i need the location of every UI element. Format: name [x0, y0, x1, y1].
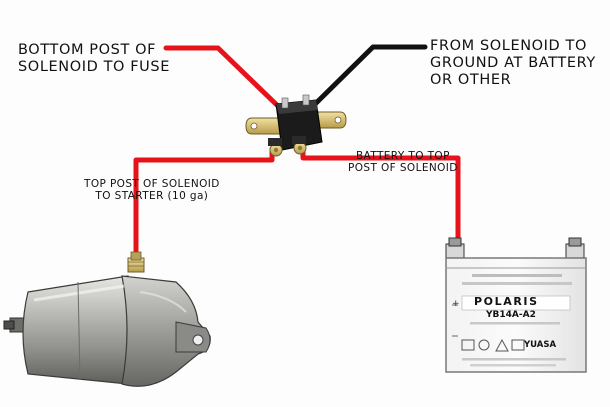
label-top-post-line2: TO STARTER (10 ga) — [95, 190, 209, 203]
battery-brand-label: POLARIS — [474, 295, 539, 309]
label-bottom-post-line1: BOTTOM POST OF — [18, 42, 157, 58]
battery-maker-text: YUASA — [524, 340, 557, 350]
label-from-solenoid-line2: GROUND AT BATTERY — [430, 55, 596, 72]
label-bottom-post: BOTTOM POST OF SOLENOID TO FUSE — [18, 42, 170, 76]
label-from-solenoid: FROM SOLENOID TO GROUND AT BATTERY OR OT… — [430, 38, 596, 89]
battery-model-text: YB14A-A2 — [486, 310, 536, 320]
black-wire-ground — [304, 44, 428, 115]
red-wire-fuse — [163, 45, 283, 111]
battery-maker-label: YUASA — [524, 340, 556, 350]
label-from-solenoid-line3: OR OTHER — [430, 72, 512, 89]
red-wire-starter — [133, 148, 275, 262]
label-from-solenoid-line1: FROM SOLENOID TO — [430, 38, 587, 54]
label-top-post-line1: TOP POST OF SOLENOID — [84, 178, 220, 190]
starter-motor-icon — [3, 251, 211, 387]
label-battery-to-top: BATTERY TO TOP POST OF SOLENOID — [348, 150, 458, 175]
label-top-post: TOP POST OF SOLENOID TO STARTER (10 ga) — [84, 178, 220, 203]
red-wire-battery — [300, 150, 461, 250]
label-battery-to-top-line1: BATTERY TO TOP — [355, 150, 450, 162]
solenoid-icon — [245, 94, 347, 157]
battery-model-label: YB14A-A2 — [486, 310, 536, 321]
label-bottom-post-line2: SOLENOID TO FUSE — [18, 59, 170, 76]
svg-text:+: + — [452, 299, 460, 309]
label-battery-to-top-line2: POST OF SOLENOID — [348, 162, 458, 175]
battery-brand-text: POLARIS — [474, 295, 539, 308]
battery-icon: + — [445, 237, 587, 373]
